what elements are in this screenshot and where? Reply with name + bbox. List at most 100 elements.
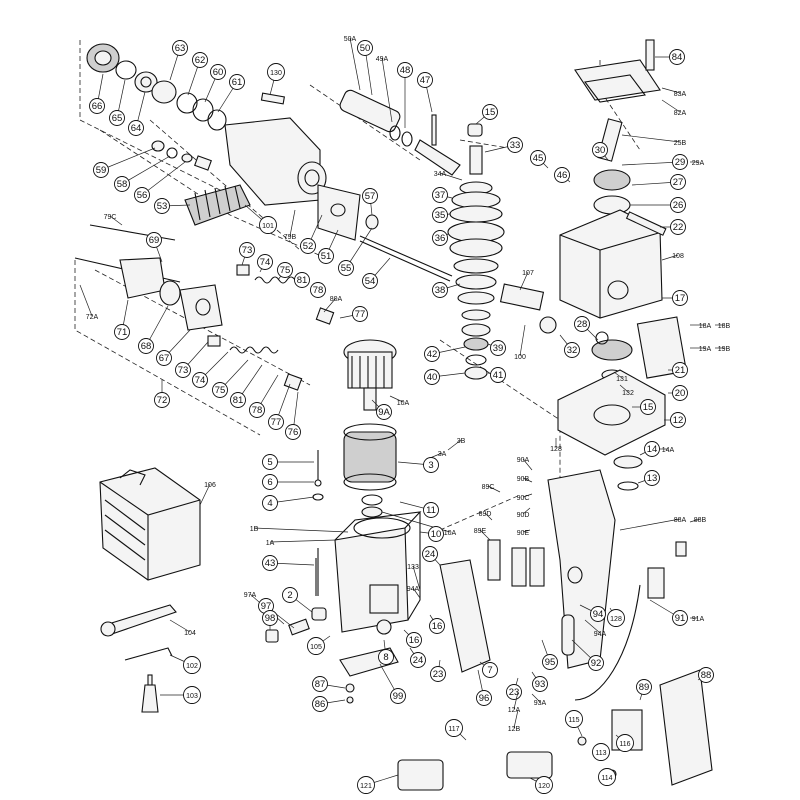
gear-case-assembly [539,39,688,491]
callout-circle [352,306,368,322]
callout-72A: 72A [79,284,99,321]
leader-line [100,147,156,171]
callout-16: 16 [403,629,422,648]
part-number: 53 [157,201,168,212]
part-number: 90D [517,512,530,519]
callout-circle [565,710,583,728]
part-number: 133 [407,564,419,571]
callout-107: 107 [519,270,534,291]
part-number: 91A [692,616,705,623]
callout-30: 30 [592,142,609,161]
part-number: 117 [448,726,459,733]
part-number: 67 [159,353,170,364]
part-number: 39 [493,343,504,354]
part-number: 96 [479,693,490,704]
part-number: 97 [261,601,272,612]
part-number: 15 [643,402,654,413]
callout-19A: 19A [690,346,712,353]
leader-line [689,518,701,523]
part-number: 3 [428,460,433,471]
part-number: 12 [673,415,684,426]
part-number: 65 [112,113,123,124]
part-number: 90B [517,476,530,483]
callout-circle [429,618,445,634]
clutch-disk-stack [447,123,545,380]
callout-11: 11 [399,501,439,518]
part-number: 114 [601,775,612,782]
leader-line [289,209,296,237]
callout-36: 36 [432,230,449,246]
part-number: 103 [186,693,198,700]
callout-circle [210,64,226,80]
part-number: 64 [131,123,142,134]
callout-21: 21 [668,362,688,378]
leader-line [109,215,123,226]
part-number: 38 [435,285,446,296]
part-number: 12A [508,707,521,714]
callout-circle [422,546,438,562]
callout-83A: 83A [661,87,687,98]
callout-89D: 89D [479,511,493,521]
callout-81: 81 [294,272,310,288]
callout-26: 26 [630,197,686,213]
callout-14A: 14A [660,447,675,454]
callout-43: 43 [262,555,315,571]
callout-95: 95 [541,639,558,670]
leader-line [484,512,493,521]
leader-line [661,254,679,261]
leader-line [619,384,629,393]
part-number: 99 [393,691,404,702]
callout-76: 76 [285,391,301,440]
part-number: 3B [457,438,466,445]
callout-116: 116 [615,734,634,752]
part-number: 79C [104,214,117,221]
callout-circle [672,610,688,626]
part-number: 10 [431,529,442,540]
callout-circle [175,362,191,378]
part-number: 55 [341,263,352,274]
leader-line [513,691,519,710]
callout-102: 102 [169,654,201,674]
leader-line [439,172,463,181]
part-number: 77 [355,309,366,320]
callout-circle [574,316,590,332]
callout-circle [267,63,285,81]
part-number: 16 [409,635,420,646]
callout-29: 29 [621,154,688,170]
callout-circle [138,338,154,354]
leader-line [381,57,393,123]
part-number: 11 [426,505,436,516]
leader-line [345,227,373,269]
part-number: 79B [284,234,297,241]
callout-128: 128 [550,438,562,453]
part-number: 66 [92,101,103,112]
leader-line [522,493,533,498]
part-number: 23 [433,669,444,680]
part-number: 94 [593,609,604,620]
part-number: 106 [204,482,216,489]
part-number: 105 [310,644,322,651]
part-number: 37 [435,190,446,201]
callout-74: 74 [257,254,273,273]
callout-circle [640,399,656,415]
callout-55: 55 [338,227,373,276]
callout-49A: 49A [376,56,393,123]
callout-41: 41 [487,367,506,383]
part-number: 80A [330,296,343,303]
callout-113: 113 [592,743,610,761]
part-number: 90A [517,457,530,464]
leader-line [522,529,531,533]
callout-circle [262,454,278,470]
callout-circle [294,272,310,288]
part-number: 49A [376,56,389,63]
callout-108: 108 [661,253,684,261]
part-number: 45 [533,153,544,164]
leader-line [412,587,421,599]
callout-circle [672,290,688,306]
bit-holder-parts [151,140,251,226]
callout-circle [239,242,255,258]
callout-circle [476,690,492,706]
part-number: 90C [517,495,530,502]
callout-17: 17 [662,290,688,306]
leader-line [522,458,533,471]
